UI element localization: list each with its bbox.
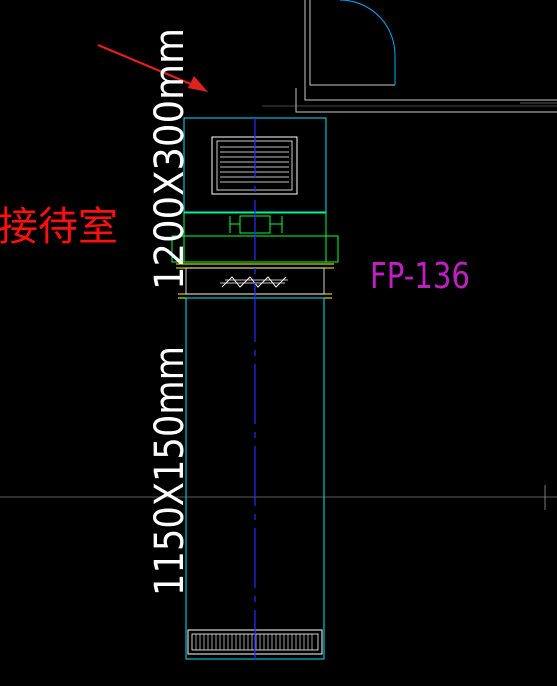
door-swing-icon [339, 0, 396, 85]
wall-line-inner [304, 0, 557, 101]
unit-code-label: FP-136 [370, 256, 470, 297]
red-arrow-icon [97, 43, 208, 92]
room-name-label: 接待室 [0, 204, 118, 250]
duct-size-lower-label: 1150X150mm [147, 346, 193, 596]
flex-connector [220, 276, 288, 288]
duct-size-upper-label: 1200X300mm [147, 28, 193, 290]
door-frame [309, 0, 395, 86]
wall-line-outer [295, 88, 557, 113]
wall-and-door [262, 0, 557, 113]
